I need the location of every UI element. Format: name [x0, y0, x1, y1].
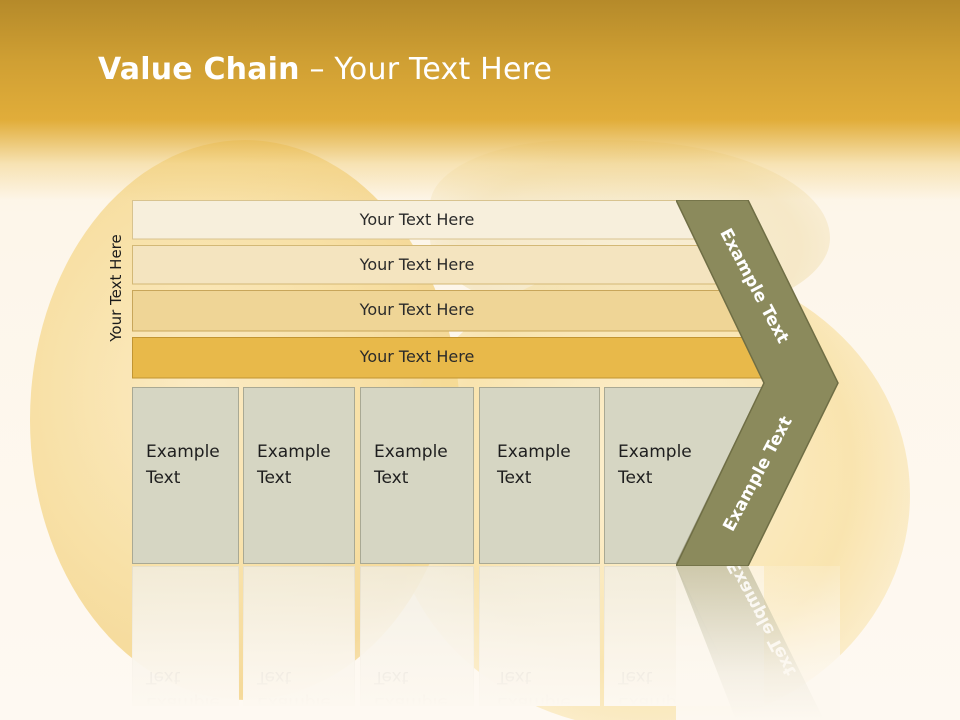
column-2-reflection-fade [243, 566, 355, 706]
chevron-reflection-fade [676, 566, 840, 720]
column-5-line2: Text [618, 468, 653, 488]
column-1-line2: Text [146, 468, 181, 488]
column-4-reflection-fade [479, 566, 600, 706]
title-rest: – Your Text Here [299, 52, 553, 87]
column-5-line1: Example [618, 442, 692, 462]
bar-3-label: Your Text Here [359, 299, 475, 319]
column-3-line1: Example [374, 442, 448, 462]
column-3-reflection-fade [360, 566, 474, 706]
column-2-line1: Example [257, 442, 331, 462]
column-4-line2: Text [497, 468, 532, 488]
title-bold: Value Chain [98, 52, 300, 87]
slide-title: Value Chain – Your Text Here [98, 52, 552, 87]
bar-4-label: Your Text Here [359, 346, 475, 366]
column-5-shape [604, 387, 763, 564]
column-3-line2: Text [374, 468, 409, 488]
column-1-line1: Example [146, 442, 220, 462]
header-band [0, 0, 960, 200]
bar-2-label: Your Text Here [359, 254, 475, 274]
column-2-box [243, 387, 355, 564]
column-1-box [132, 387, 239, 564]
bar-1-label: Your Text Here [359, 209, 475, 229]
column-4-box [479, 387, 600, 564]
column-4-line1: Example [497, 442, 571, 462]
column-2-line2: Text [257, 468, 292, 488]
chevron-arrow [676, 200, 839, 566]
chevron-reflection: Example Text [676, 566, 840, 720]
column-3-box [360, 387, 474, 564]
vertical-label: Your Text Here [107, 234, 125, 342]
column-1-reflection-fade [132, 566, 239, 706]
